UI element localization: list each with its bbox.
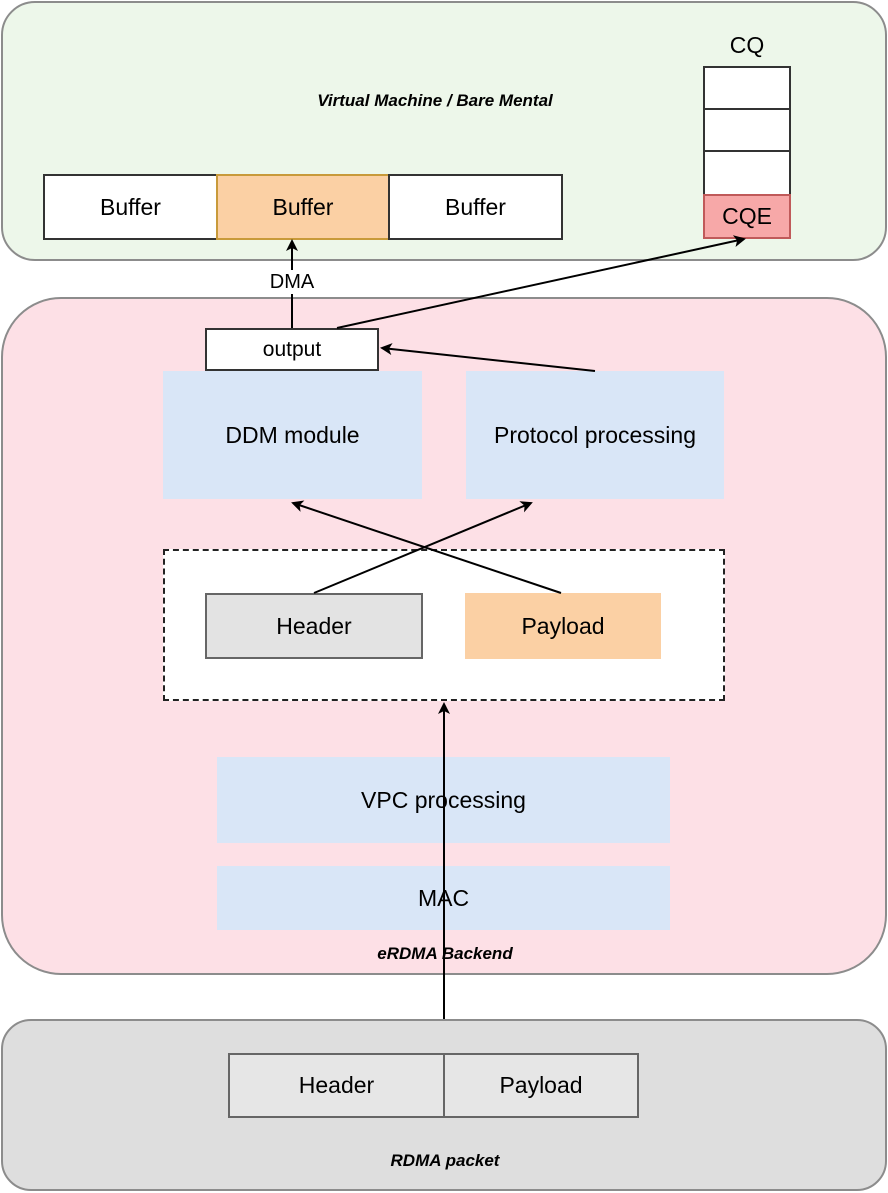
- arrow-payload-to-ddm: [291, 500, 562, 594]
- packet-region-label: RDMA packet: [390, 1151, 500, 1170]
- arrow-header-to-protocol: [313, 501, 533, 594]
- dma-label: DMA: [258, 270, 326, 294]
- vm-region-label: Virtual Machine / Bare Mental: [317, 91, 553, 110]
- ddm-module: DDM module: [163, 371, 422, 499]
- cqe-entry: CQE: [703, 194, 791, 239]
- arrow-output-to-cqe: [336, 235, 746, 329]
- packet-header: Header: [228, 1053, 445, 1118]
- output-box: output: [205, 328, 379, 371]
- protocol-processing: Protocol processing: [466, 371, 724, 499]
- packet-payload: Payload: [443, 1053, 639, 1118]
- arrow-protocol-to-output: [380, 343, 596, 372]
- cq-title: CQ: [729, 31, 765, 58]
- buffer-left: Buffer: [43, 174, 218, 240]
- buffer-target: Buffer: [216, 174, 390, 240]
- split-payload: Payload: [465, 593, 661, 659]
- split-header: Header: [205, 593, 423, 659]
- buffer-right: Buffer: [388, 174, 563, 240]
